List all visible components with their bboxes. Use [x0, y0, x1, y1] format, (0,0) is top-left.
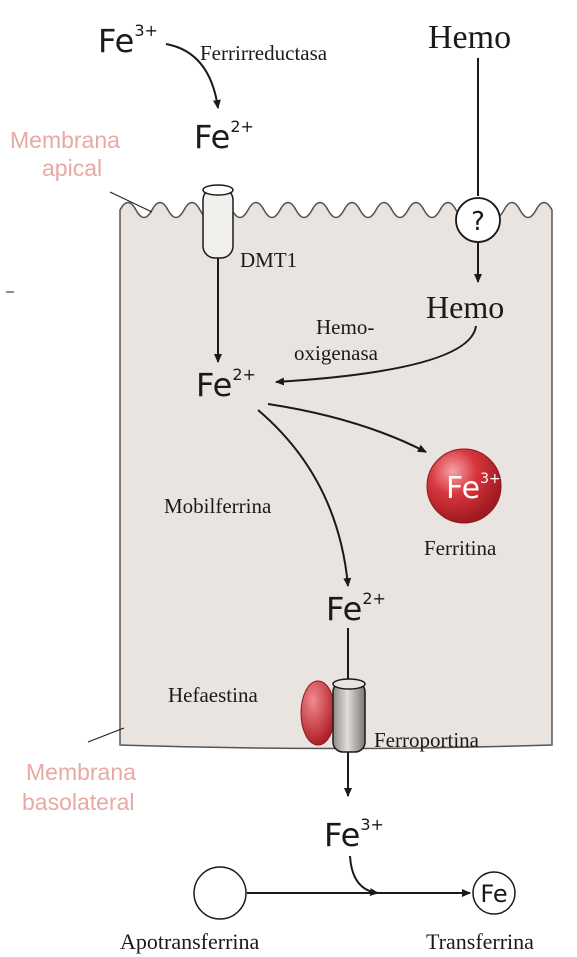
ferroportin-label: Ferroportina	[374, 728, 480, 752]
membrane-apical-label: Membrana	[10, 127, 120, 153]
fe3-extracellular-label: Fe3+	[98, 21, 158, 60]
transferrin-core-label: Fe	[480, 880, 507, 908]
heme-oxygenase-label-2: oxigenasa	[294, 341, 379, 365]
membrane-apical-label-2: apical	[42, 155, 102, 181]
hephaestin-icon	[301, 681, 335, 745]
dmt1-channel-icon	[203, 185, 233, 258]
basolateral-membrane-pointer	[88, 728, 124, 742]
fe3-to-transferrin-arrow	[350, 856, 378, 893]
fe2-apical-label: Fe2+	[194, 117, 254, 156]
membrane-basolateral-label-2: basolateral	[22, 789, 135, 815]
mobilferrin-label: Mobilferrina	[164, 494, 272, 518]
fe3-plasma-label: Fe3+	[324, 815, 384, 854]
dmt1-label: DMT1	[240, 248, 297, 272]
apotransferrin-icon	[194, 867, 246, 919]
heme-transporter-label: ?	[471, 207, 485, 237]
heme-oxygenase-label: Hemo-	[316, 315, 374, 339]
transferrin-label: Transferrina	[426, 929, 534, 954]
ferrireductase-label: Ferrirreductasa	[200, 41, 328, 65]
ferroportin-channel-icon	[333, 679, 365, 752]
heme-intracellular-label: Hemo	[426, 289, 504, 325]
membrane-basolateral-label: Membrana	[26, 759, 136, 785]
apotransferrin-label: Apotransferrina	[120, 929, 260, 954]
ferritin-label: Ferritina	[424, 536, 497, 560]
heme-extracellular-label: Hemo	[428, 19, 511, 56]
hephaestin-label: Hefaestina	[168, 683, 258, 707]
